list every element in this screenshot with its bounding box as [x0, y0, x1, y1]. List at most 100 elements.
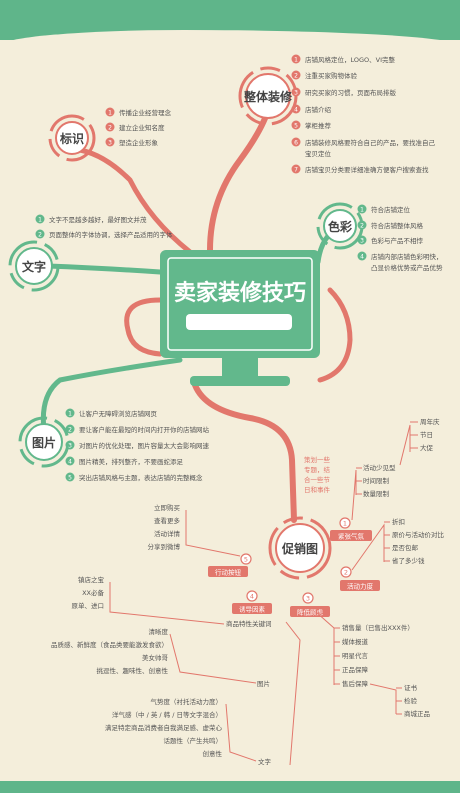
node-wenzi-label: 文字 [22, 259, 46, 274]
secai-num-dot [357, 251, 367, 261]
promo-line-5 [185, 510, 241, 557]
secai-num-dot [357, 204, 367, 214]
tupian-num: 5 [68, 475, 72, 482]
promo-num-5-dot [240, 553, 252, 565]
tupian-num-dot [65, 408, 75, 418]
zhengti-item: 店铺风格定位，LOGO、VI完整 [305, 55, 396, 64]
promo-tag-2-text: 活动力度 [347, 581, 374, 590]
node-promo-label: 促销图 [281, 541, 318, 556]
promo-1-sub-item: 大促 [420, 443, 434, 452]
promo-4-text-item: 满足特定商品消费者自我满足感、虚荣心 [105, 723, 223, 732]
secai-num: 2 [360, 223, 364, 230]
promo-num-2-digit: 2 [344, 569, 348, 577]
promo-3-item: 正品保障 [342, 665, 369, 674]
promo-2-item: 原价与活动价对比 [392, 530, 445, 539]
wenzi-num: 2 [38, 232, 42, 239]
promo-line-4-main [285, 621, 301, 766]
promo-2-item: 是否包邮 [392, 543, 419, 552]
zhengti-num-dot [291, 54, 301, 64]
promo-1-item: 时间限制 [363, 476, 390, 485]
node-secai-label: 色彩 [328, 219, 352, 234]
biaoshi-num-dot [105, 107, 115, 117]
promo-num-1-dot [339, 517, 351, 529]
promo-line-3 [315, 611, 335, 685]
promo-4-item: 镇店之宝 [78, 575, 105, 584]
zhengti-item: 注重买家购物体验 [305, 71, 358, 80]
zhengti-num-dot [291, 87, 301, 97]
monitor-graphic: 卖家装修技巧 [160, 250, 320, 386]
tupian-num-dot [65, 456, 75, 466]
tupian-num: 2 [68, 427, 72, 434]
promo-tag-1-text: 紧张气氛 [338, 531, 365, 540]
zhengti-num-dot [291, 137, 301, 147]
zhengti-item: 研究买家的习惯，页面布局排版 [305, 88, 397, 97]
secai-item: 符合店铺整体风格 [371, 221, 424, 230]
connector-right-loop [317, 287, 353, 383]
secai-num-dot [357, 235, 367, 245]
monitor-input-bar [186, 314, 292, 330]
tupian-num-dot [65, 472, 75, 482]
promo-3-item: 售后保障 [342, 679, 369, 688]
promo-num-4-dot [246, 590, 258, 602]
promo-2-item: 折扣 [392, 517, 405, 526]
secai-item: 凸显价格优势或产品优势 [371, 263, 443, 272]
promo-tag-5-text: 行动按钮 [215, 567, 242, 576]
tupian-item: 要让客户能在最短的时间内打开你的店铺网站 [79, 425, 210, 434]
node-wenzi-ring [8, 240, 60, 292]
wenzi-num-dot [35, 229, 45, 239]
promo-note-line: 合一些节 [304, 475, 331, 484]
node-biaoshi-ring [48, 114, 96, 162]
biaoshi-num: 2 [108, 125, 112, 132]
zhengti-num: 3 [294, 90, 298, 97]
promo-num-4-digit: 4 [250, 593, 254, 601]
connector-biaoshi [77, 147, 193, 255]
promo-4-pic-item: 品质感、新鲜度（食品类要能激发食欲） [51, 640, 168, 649]
promo-4-text-item: 创意性 [203, 749, 223, 758]
biaoshi-item: 建立企业知名度 [119, 123, 165, 132]
biaoshi-item: 传播企业经营理念 [119, 108, 172, 117]
promo-1-sub-item: 周年庆 [420, 417, 440, 426]
promo-note-line: 日和事件 [304, 485, 331, 494]
zhengti-item: 店铺装修风格要符合自己的产品，要找准自己 [305, 138, 436, 147]
promo-4-text-item: 洋气感（中 / 英 / 韩 / 日等文字混合） [112, 710, 222, 719]
zhengti-num: 1 [294, 57, 298, 64]
promo-tag-3-text: 降低顾虑 [297, 607, 324, 616]
promo-5-item: 活动详情 [154, 529, 181, 538]
wenzi-item: 文字不是越多越好，最好图文并茂 [49, 215, 147, 224]
promo-line-2 [351, 523, 385, 571]
promo-section: 促销图策划一些专题，结合一些节日和事件1紧张气氛活动少见型时间限制数量限制周年庆… [51, 417, 445, 766]
promo-line-1 [351, 469, 357, 521]
promo-5-item: 立即购买 [154, 503, 181, 512]
connector-wenzi [45, 263, 163, 275]
promo-tag-2-bg [340, 580, 380, 591]
promo-1-item: 数量限制 [363, 489, 390, 498]
promo-4-pic-item: 清晰度 [149, 627, 169, 636]
tupian-item: 突出店铺风格与主题，表达店铺的完整概念 [79, 473, 203, 482]
tupian-num: 4 [68, 459, 72, 466]
promo-tag-3-bg [290, 606, 330, 617]
zhengti-num-dot [291, 164, 301, 174]
monitor-neck [222, 358, 258, 378]
secai-num-dot [357, 220, 367, 230]
promo-num-5-digit: 5 [244, 556, 248, 564]
promo-4-text-item: 话题性（产生共鸣） [164, 736, 223, 745]
connector-tupian [40, 357, 183, 433]
promo-2-item: 省了多少钱 [392, 556, 425, 565]
zhengti-num: 7 [294, 167, 298, 174]
node-promo-ring [268, 516, 332, 580]
zhengti-num: 6 [294, 140, 298, 147]
bottom-green-border [0, 781, 460, 793]
secai-num: 4 [360, 254, 364, 261]
node-wenzi-circle [15, 247, 53, 285]
promo-3-sub-item: 商城正品 [404, 709, 430, 718]
zhengti-num-dot [291, 104, 301, 114]
promo-4-pic-label: 图片 [257, 679, 270, 688]
biaoshi-num-dot [105, 122, 115, 132]
tupian-item: 图片精美，排列整齐，不要画蛇添足 [79, 457, 184, 466]
node-zhengti-label: 整体装修 [243, 89, 293, 104]
promo-note-line: 专题，结 [304, 465, 331, 474]
promo-tag-4-bg [232, 603, 272, 614]
zhengti-num: 5 [294, 123, 298, 130]
